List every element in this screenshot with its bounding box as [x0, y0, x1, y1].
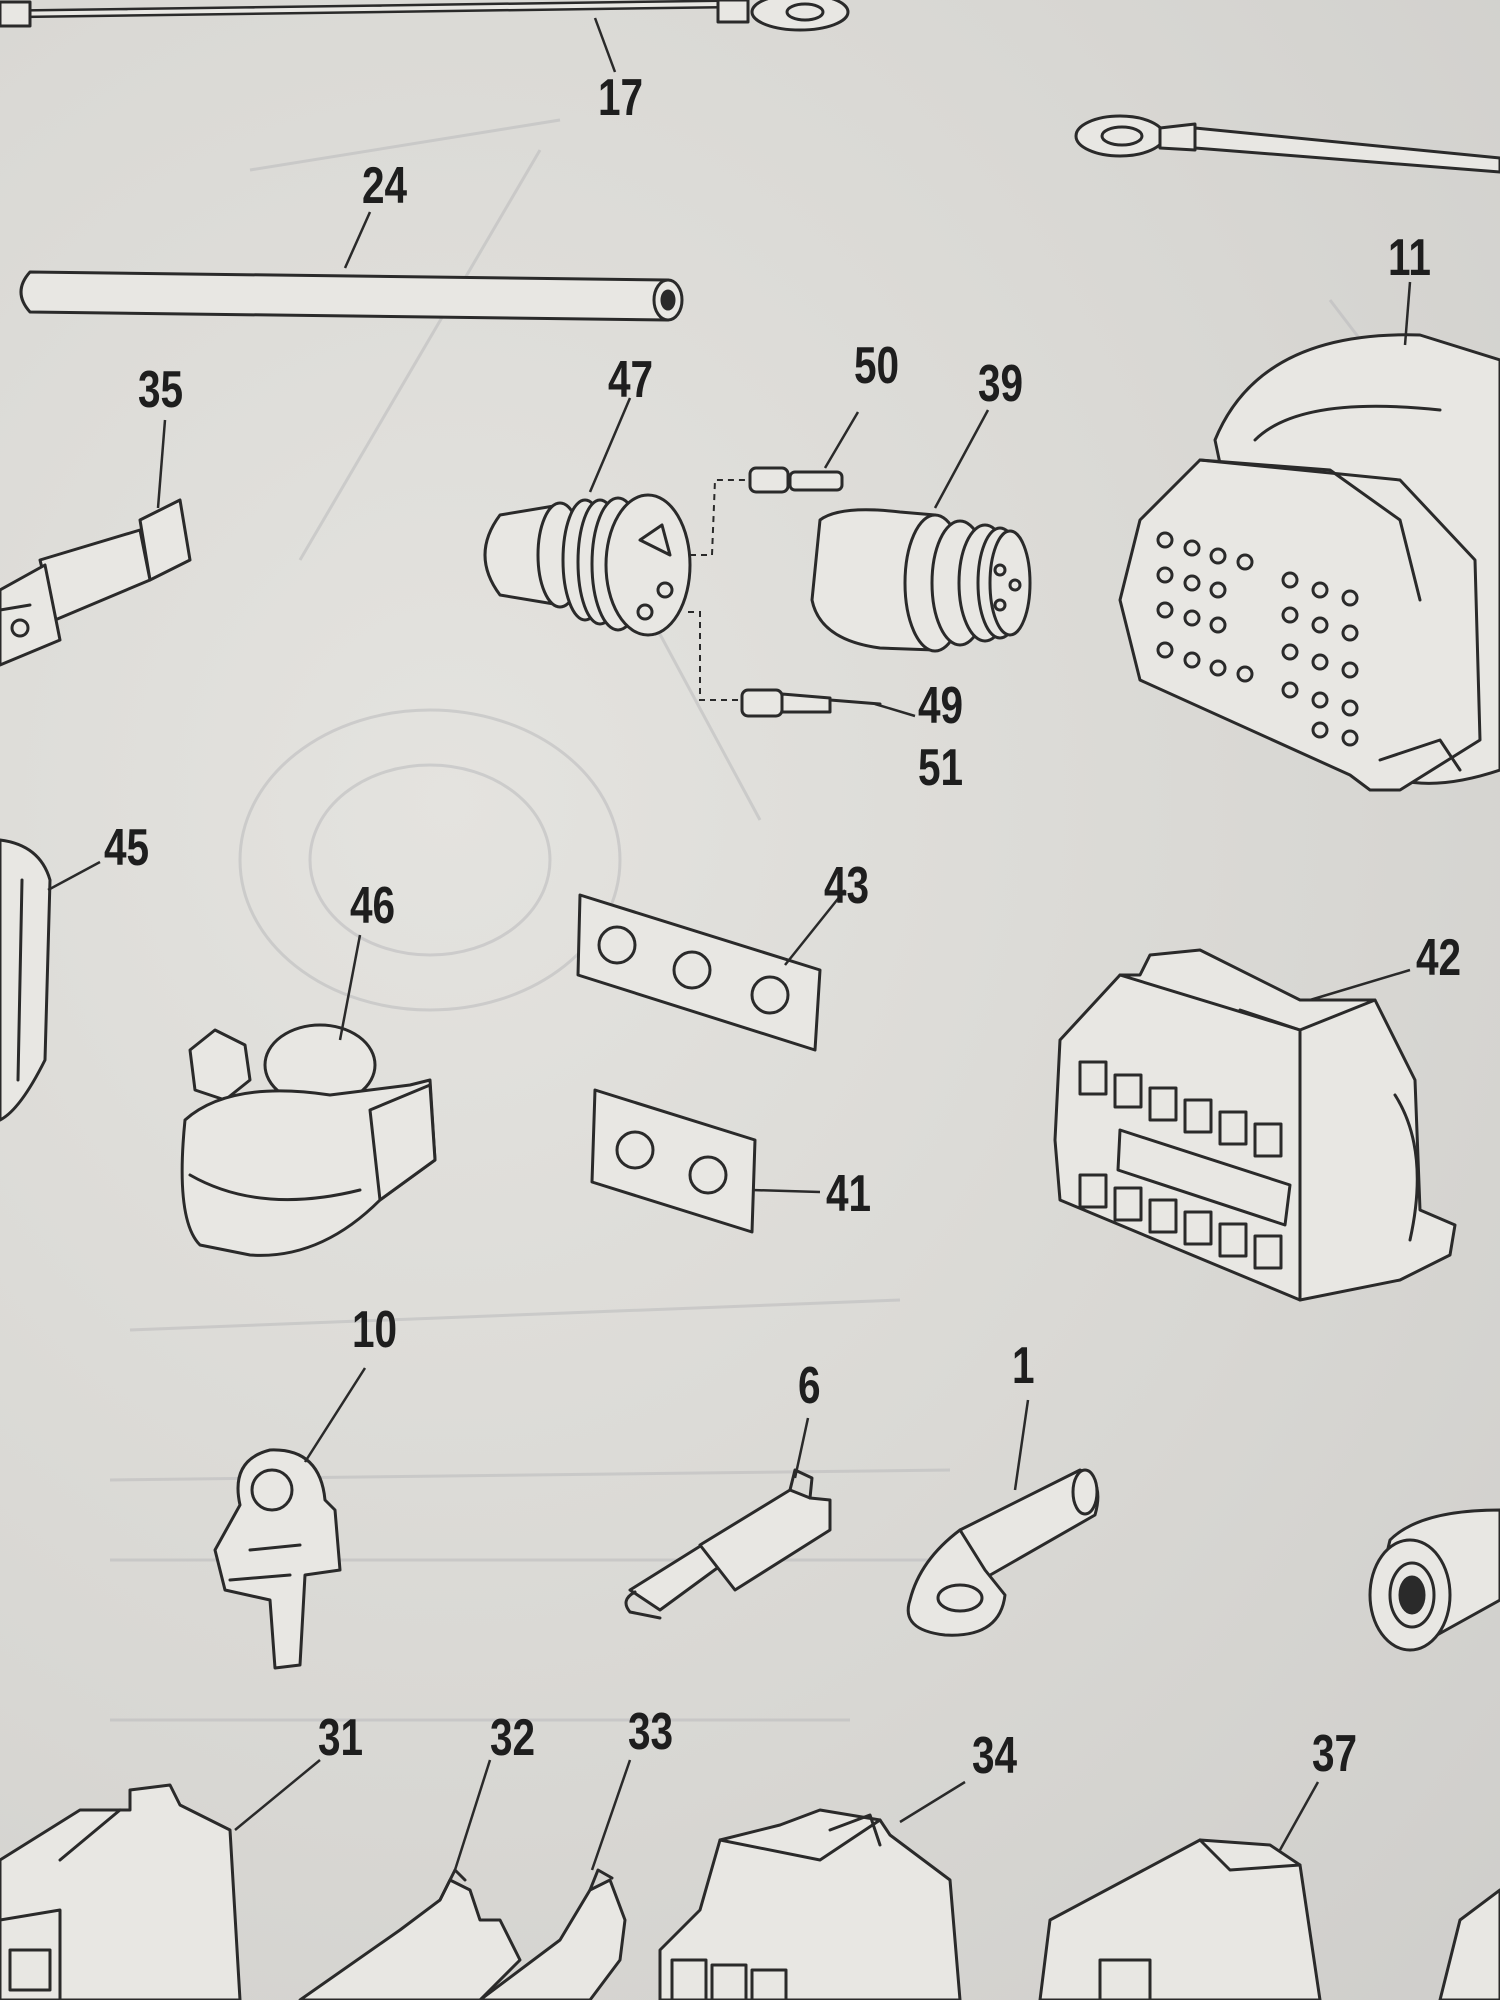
callout-42: 42	[1416, 929, 1462, 987]
callout-11: 11	[1388, 229, 1431, 287]
part-47-round-connector	[483, 493, 692, 637]
part-39-mating-connector	[810, 508, 1032, 653]
leader-6	[793, 1417, 810, 1479]
leader-41	[751, 1188, 821, 1194]
leader-49-51	[874, 702, 916, 718]
part-31-connector	[0, 1783, 242, 2000]
leader-10	[303, 1367, 367, 1463]
part-41-two-hole-plate	[590, 1088, 757, 1234]
part-1-ring-terminal	[906, 1468, 1100, 1637]
part-24-tube	[19, 270, 684, 322]
callout-39: 39	[978, 355, 1024, 413]
leader-34	[899, 1780, 966, 1824]
leader-31	[234, 1759, 321, 1831]
part-37-connector	[1038, 1838, 1322, 2000]
leader-43	[784, 889, 846, 966]
leader-39	[933, 409, 990, 509]
callout-24: 24	[362, 157, 408, 215]
callout-37: 37	[1312, 1725, 1358, 1783]
leader-35	[156, 419, 167, 509]
part-10-clip	[213, 1448, 342, 1670]
leader-1	[1013, 1399, 1030, 1491]
leader-17	[593, 17, 617, 73]
part-17-wire-terminal	[0, 0, 850, 32]
callout-46: 46	[350, 877, 396, 935]
leader-24	[343, 211, 372, 269]
leader-42	[1309, 968, 1411, 1002]
part-42-rectangular-connector	[1053, 948, 1457, 1302]
part-45-boot	[0, 838, 52, 1122]
assembly-line-upper	[690, 479, 745, 556]
part-33-crimp-terminal	[478, 1868, 627, 2000]
callout-32: 32	[490, 1709, 536, 1767]
callout-51: 51	[918, 739, 964, 797]
assembly-line-lower	[688, 611, 740, 701]
leader-32	[453, 1759, 492, 1871]
callout-10: 10	[352, 1301, 398, 1359]
callout-45: 45	[104, 819, 150, 877]
leader-50	[823, 411, 860, 469]
callout-41: 41	[826, 1165, 872, 1223]
part-34-connector	[658, 1808, 962, 2000]
leader-11	[1403, 281, 1412, 346]
callout-43: 43	[824, 857, 870, 915]
callout-33: 33	[628, 1703, 674, 1761]
callout-34: 34	[972, 1727, 1018, 1785]
part-50-pin	[748, 466, 844, 494]
leader-37	[1278, 1781, 1320, 1851]
callout-31: 31	[318, 1709, 364, 1767]
splice-connector-right-edge	[1368, 1508, 1500, 1652]
callout-1: 1	[1012, 1337, 1035, 1395]
callout-17: 17	[598, 69, 644, 127]
callout-49: 49	[918, 677, 964, 735]
ring-terminal-wire-top-right	[1074, 114, 1500, 174]
part-11-multi-pin-connector	[1118, 333, 1500, 792]
callout-50: 50	[854, 337, 900, 395]
part-6-spade-terminal	[624, 1468, 832, 1620]
callout-47: 47	[608, 351, 654, 409]
part-43-three-hole-plate	[576, 893, 822, 1052]
leader-33	[590, 1759, 632, 1871]
part-35-plug	[0, 498, 192, 667]
leader-46	[338, 934, 362, 1041]
leader-45	[47, 860, 101, 892]
part-32-crimp-terminal	[298, 1868, 522, 2000]
callout-6: 6	[798, 1357, 821, 1415]
partial-part-bottom-right	[1438, 1888, 1500, 2000]
part-49-socket	[740, 688, 882, 718]
callout-35: 35	[138, 361, 184, 419]
leader-47	[588, 397, 632, 493]
part-46-cover-boot	[180, 1023, 437, 1257]
